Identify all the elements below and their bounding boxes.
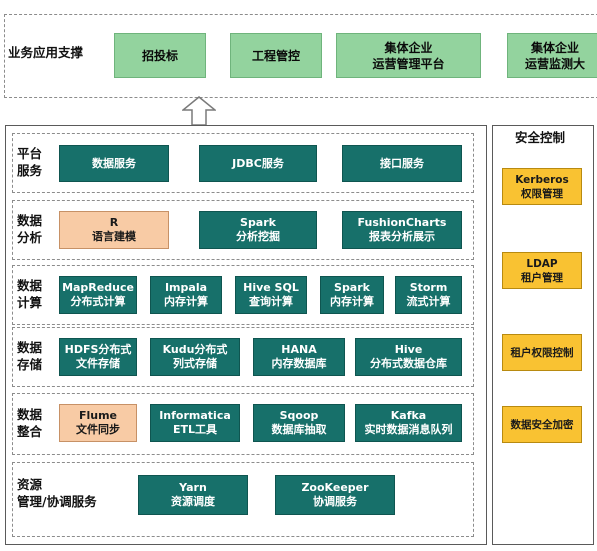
layer-label-data-storage: 数据 存储	[17, 340, 43, 372]
box-kudu: Kudu分布式 列式存储	[150, 338, 240, 376]
layer-frame-data-integration	[12, 393, 474, 455]
platform-frame	[5, 125, 487, 545]
box-impala: Impala 内存计算	[150, 276, 222, 314]
box-mapreduce: MapReduce 分布式计算	[59, 276, 137, 314]
box-hive-sql: Hive SQL 查询计算	[235, 276, 307, 314]
business-box-monitoring: 集体企业 运营监测大	[507, 33, 597, 78]
security-box-kerberos: Kerberos 权限管理	[502, 168, 582, 205]
box-r-modeling: R 语言建模	[59, 211, 169, 249]
layer-frame-data-compute	[12, 265, 474, 325]
business-layer-label: 业务应用支撑	[8, 45, 84, 60]
box-storm: Storm 流式计算	[395, 276, 462, 314]
layer-frame-resource-management	[12, 462, 474, 537]
layer-label-data-analysis: 数据 分析	[17, 213, 43, 245]
business-box-operation-platform: 集体企业 运营管理平台	[336, 33, 481, 78]
box-interface-service: 接口服务	[342, 145, 462, 182]
layer-frame-platform-service	[12, 133, 474, 193]
layer-label-resource-management: 资源 管理/协调服务	[17, 477, 97, 509]
box-flume: Flume 文件同步	[59, 404, 137, 442]
security-box-tenant-permission: 租户权限控制	[502, 334, 582, 371]
business-layer-frame	[4, 14, 597, 98]
box-zookeeper: ZooKeeper 协调服务	[275, 475, 395, 515]
box-hive-warehouse: Hive 分布式数据仓库	[355, 338, 462, 376]
box-sqoop: Sqoop 数据库抽取	[253, 404, 345, 442]
box-spark-mining: Spark 分析挖掘	[199, 211, 317, 249]
security-box-data-encryption: 数据安全加密	[502, 406, 582, 443]
box-fusioncharts: FushionCharts 报表分析展示	[342, 211, 462, 249]
up-arrow-icon	[182, 96, 216, 126]
layer-label-data-integration: 数据 整合	[17, 407, 43, 439]
box-jdbc-service: JDBC服务	[199, 145, 317, 182]
box-hana: HANA 内存数据库	[253, 338, 345, 376]
box-hdfs: HDFS分布式 文件存储	[59, 338, 137, 376]
business-box-engineering: 工程管控	[230, 33, 322, 78]
box-informatica: Informatica ETL工具	[150, 404, 240, 442]
box-data-service: 数据服务	[59, 145, 169, 182]
layer-frame-data-analysis	[12, 200, 474, 260]
layer-frame-data-storage	[12, 327, 474, 387]
box-kafka: Kafka 实时数据消息队列	[355, 404, 462, 442]
business-box-bidding: 招投标	[114, 33, 206, 78]
security-title: 安全控制	[515, 130, 566, 145]
security-frame	[492, 125, 594, 545]
layer-label-data-compute: 数据 计算	[17, 278, 43, 310]
box-spark-memory: Spark 内存计算	[320, 276, 384, 314]
box-yarn: Yarn 资源调度	[138, 475, 248, 515]
security-box-ldap: LDAP 租户管理	[502, 252, 582, 289]
layer-label-platform-service: 平台 服务	[17, 146, 43, 178]
